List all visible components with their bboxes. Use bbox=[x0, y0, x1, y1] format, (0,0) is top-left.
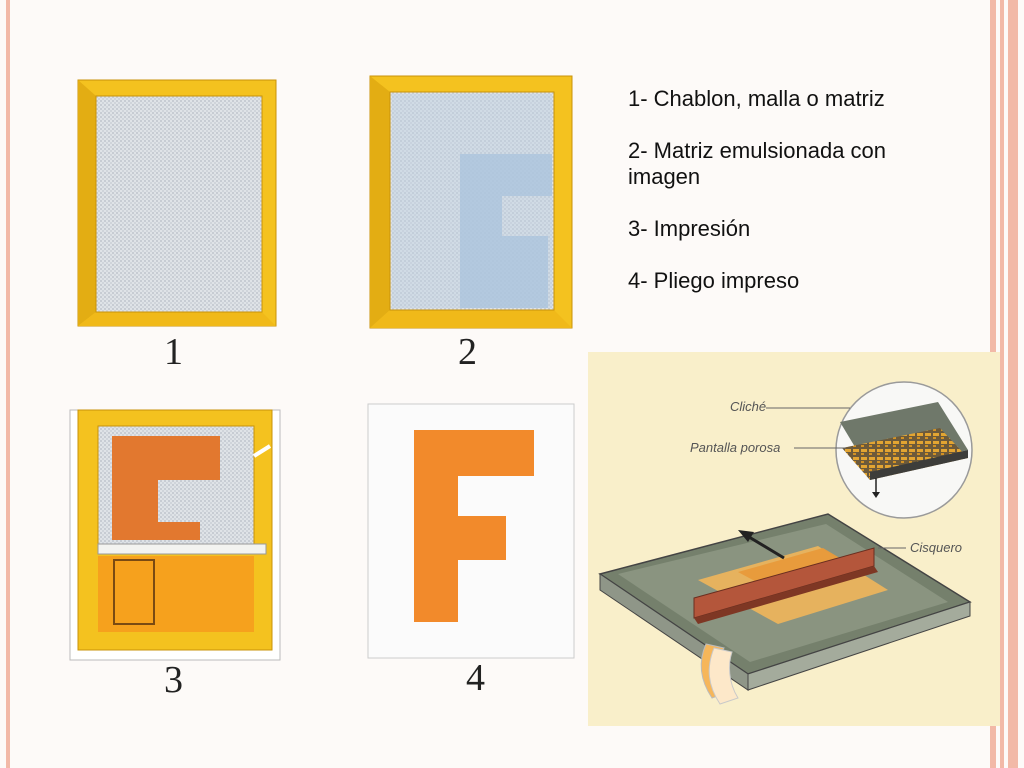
legend-item-4: 4- Pliego impreso bbox=[628, 268, 800, 293]
label-pantalla-porosa: Pantalla porosa bbox=[690, 440, 781, 455]
slide-border-left bbox=[6, 0, 10, 768]
screen-printing-diagram: Cliché Pantalla porosa Cisquero bbox=[588, 352, 1000, 726]
figure-number-4: 4 bbox=[466, 657, 485, 699]
figure-number-1: 1 bbox=[164, 331, 183, 373]
legend-list: 1- Chablon, malla o matriz 2- Matriz emu… bbox=[628, 86, 958, 320]
diagram-illustration bbox=[588, 352, 1000, 726]
frame-2-emulsified-mesh bbox=[369, 75, 573, 329]
legend-item-3: 3- Impresión bbox=[628, 216, 751, 241]
frame-1-empty-mesh bbox=[77, 79, 277, 327]
slide-border-right-2 bbox=[1000, 0, 1004, 768]
figure-number-3: 3 bbox=[164, 659, 183, 701]
figure-number-2: 2 bbox=[458, 331, 477, 373]
sheet-4-printed bbox=[367, 403, 575, 659]
label-cisquero: Cisquero bbox=[910, 540, 963, 555]
slide-border-right-3 bbox=[1008, 0, 1018, 768]
legend-item-2: 2- Matriz emulsionada con imagen bbox=[628, 138, 887, 189]
legend-item-1: 1- Chablon, malla o matriz bbox=[628, 86, 885, 111]
label-cliche: Cliché bbox=[730, 399, 767, 414]
frame-3-printing bbox=[69, 409, 281, 661]
